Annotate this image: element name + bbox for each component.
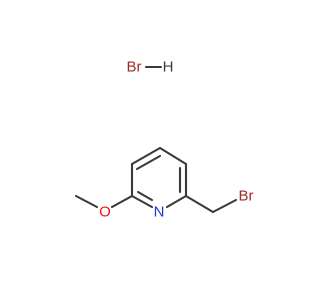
o-methyl-bond: [74, 194, 99, 209]
ring-bond-c4-c5: [158, 146, 188, 166]
bromomethyl-bromine-label: Br: [239, 188, 254, 205]
molecule-structure-diagram: Br H N O Br: [74, 59, 254, 221]
c2-o-bond: [110, 194, 134, 209]
ring-double-bond-c3-c4-inner: [135, 154, 162, 171]
ring-bond-n-c2: [130, 194, 154, 209]
ring-nitrogen-label: N: [154, 204, 165, 221]
ch2-br-bond: [211, 198, 238, 214]
c6-ch2-bond: [184, 194, 215, 214]
ring-bond-c3-c4: [130, 146, 162, 166]
methoxy-oxygen-label: O: [99, 204, 111, 221]
ring-double-bond-n-c2-inner: [136, 190, 154, 202]
ring-bond-c6-n: [165, 194, 188, 209]
salt-hydrogen-label: H: [163, 59, 174, 76]
salt-bromine-label: Br: [127, 59, 142, 76]
